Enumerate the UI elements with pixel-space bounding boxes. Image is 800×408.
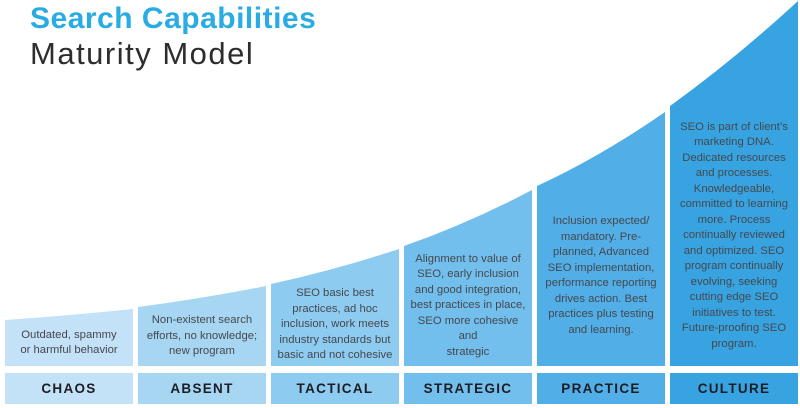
stage-column-shape-chaos xyxy=(5,309,133,366)
title-block: Search Capabilities Maturity Model xyxy=(30,2,316,72)
stage-column-shape-culture xyxy=(670,1,798,366)
stage-label-absent: ABSENT xyxy=(138,373,266,404)
stage-label-culture: CULTURE xyxy=(670,373,798,404)
stage-column-shape-strategic xyxy=(404,190,532,366)
page-title: Search Capabilities xyxy=(30,2,317,35)
stage-label-practice: PRACTICE xyxy=(537,373,665,404)
stage-description-tactical: SEO basic best practices, ad hoc inclusi… xyxy=(277,287,393,362)
page-subtitle: Maturity Model xyxy=(30,36,255,71)
stage-description-strategic: Alignment to value of SEO, early inclusi… xyxy=(410,252,526,358)
stage-column-shape-tactical xyxy=(271,249,399,366)
stage-label-chaos: CHAOS xyxy=(5,373,133,404)
stage-column-shape-practice xyxy=(537,112,665,366)
stage-description-chaos: Outdated, spammy or harmful behavior xyxy=(20,328,118,357)
stage-description-practice: Inclusion expected/ mandatory. Pre- plan… xyxy=(545,215,657,336)
stage-label-tactical: TACTICAL xyxy=(271,373,399,404)
stage-column-shape-absent xyxy=(138,286,266,366)
stage-label-strategic: STRATEGIC xyxy=(404,373,532,404)
stage-description-absent: Non-existent search efforts, no knowledg… xyxy=(146,314,258,358)
stage-description-culture: SEO is part of client’s marketing DNA. D… xyxy=(680,120,788,350)
